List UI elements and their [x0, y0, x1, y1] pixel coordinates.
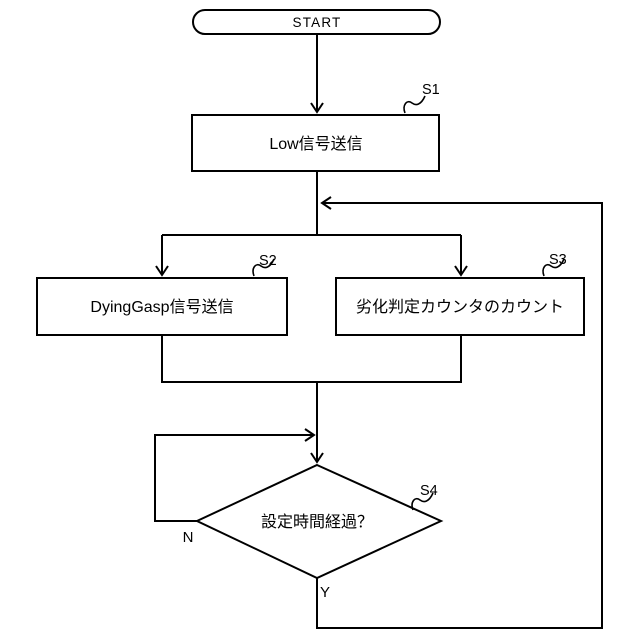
s4-no-branch-label: N [183, 529, 194, 546]
s1-process-box [191, 114, 440, 172]
edges-group [154, 34, 603, 629]
s3-leader-squiggle [542, 258, 565, 277]
s2-step-ref: S2 [259, 253, 277, 269]
nodes-group [36, 9, 585, 580]
s1-leader-squiggle [403, 95, 426, 114]
s3-process-box [335, 277, 585, 336]
s4-yes-branch-label: Y [320, 584, 330, 601]
edge-yes-return-loop [316, 196, 603, 629]
s4-step-ref: S4 [420, 483, 438, 499]
s3-step-ref: S3 [549, 252, 567, 268]
start-terminator [192, 9, 441, 35]
s1-label: Low信号送信 [269, 135, 362, 153]
s3-label: 劣化判定カウンタのカウント [356, 298, 564, 316]
s4-decision-diamond [194, 463, 444, 580]
s2-leader-squiggle [252, 258, 275, 277]
leader-squiggles-group [252, 95, 565, 511]
s2-process-box [36, 277, 288, 336]
s2-label: DyingGasp信号送信 [90, 298, 233, 316]
s4-label: 設定時間経過？ [261, 513, 373, 531]
s4-leader-squiggle [411, 492, 434, 511]
labels-group: START Low信号送信 S1 DyingGasp信号送信 S2 劣化判定カウ… [90, 15, 566, 601]
s1-step-ref: S1 [422, 82, 440, 98]
start-label: START [292, 15, 341, 30]
edge-no-retry-loop [154, 428, 316, 522]
